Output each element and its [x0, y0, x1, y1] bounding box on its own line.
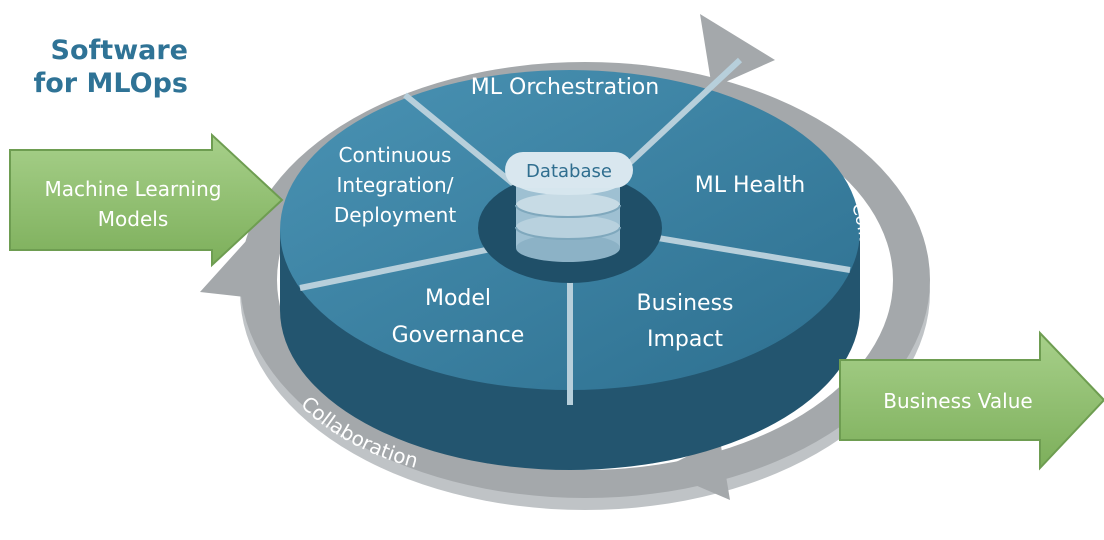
segment-mg-line-2: Governance — [392, 323, 525, 348]
title-line-2: for MLOps — [33, 68, 188, 99]
input-arrow-line-1: Machine Learning — [45, 177, 222, 201]
segment-bi-line-2: Impact — [647, 327, 723, 352]
database-label: Database — [526, 161, 612, 182]
ring-arrowhead-bottom — [660, 440, 730, 500]
segment-ci-line-3: Deployment — [334, 203, 456, 227]
title-line-1: Software — [50, 35, 188, 66]
database-icon — [515, 171, 621, 262]
database-label-box: Database — [505, 152, 633, 188]
ring-arrowhead-left — [200, 230, 272, 300]
segment-bi-line-1: Business — [636, 291, 733, 316]
segment-mg-line-1: Model — [425, 286, 491, 311]
output-arrow-label: Business Value — [883, 389, 1032, 413]
input-arrow: Machine Learning Models — [9, 132, 284, 268]
segment-ml-health: ML Health — [695, 173, 805, 198]
ring-arrowhead-top — [700, 14, 775, 88]
output-arrow: Business Value — [839, 330, 1104, 471]
input-arrow-line-2: Models — [98, 207, 168, 231]
segment-ci-line-1: Continuous — [339, 143, 452, 167]
segment-ml-orchestration: ML Orchestration — [471, 75, 659, 100]
segment-ci-line-2: Integration/ — [337, 173, 454, 197]
diagram-title: Software for MLOps — [0, 34, 188, 100]
